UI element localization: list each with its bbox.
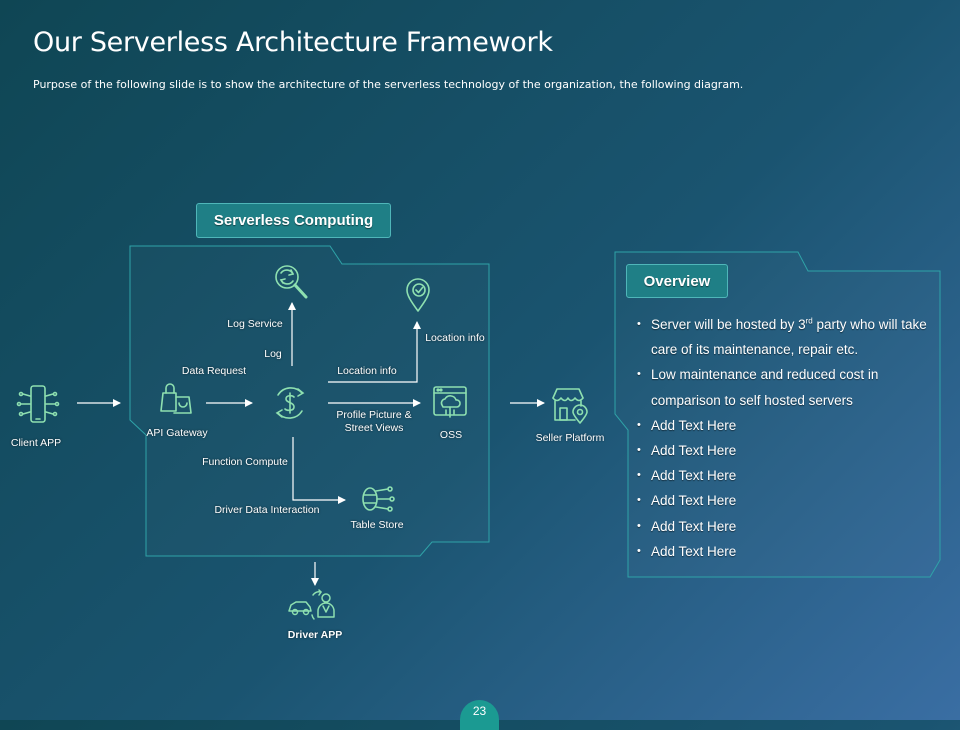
slide-subtitle: Purpose of the following slide is to sho… — [33, 78, 744, 91]
client-app-label: Client APP — [10, 437, 62, 449]
store-location-icon — [552, 388, 588, 424]
log-label: Log — [264, 348, 282, 360]
driver-app-label: Driver APP — [287, 629, 343, 641]
overview-bullet-1: Server will be hosted by 3rd party who w… — [636, 312, 946, 362]
overview-bullet-4: Add Text Here — [636, 438, 946, 463]
overview-bullet-7: Add Text Here — [636, 514, 946, 539]
overview-bullet-3: Add Text Here — [636, 413, 946, 438]
serverless-panel-outline — [129, 245, 490, 557]
serverless-computing-label: Serverless Computing — [196, 203, 391, 238]
overview-panel-outline — [614, 251, 941, 578]
overview-list: Server will be hosted by 3rd party who w… — [636, 312, 946, 564]
overview-bullet-5: Add Text Here — [636, 463, 946, 488]
dollar-cycle-icon — [275, 387, 305, 419]
overview-bullet-6: Add Text Here — [636, 488, 946, 513]
arrow-compute-to-table — [292, 437, 346, 504]
seller-platform-label: Seller Platform — [535, 432, 605, 444]
arrow-compute-to-location — [328, 321, 421, 383]
location-pin-icon — [406, 278, 430, 312]
overview-bullet-2: Low maintenance and reduced cost in comp… — [636, 362, 946, 412]
cloud-storage-icon — [433, 386, 467, 418]
table-store-label: Table Store — [350, 519, 404, 531]
oss-label: OSS — [439, 429, 463, 441]
data-request-label: Data Request — [181, 365, 247, 377]
log-service-label: Log Service — [227, 318, 283, 330]
search-refresh-icon — [275, 265, 308, 299]
overview-bullet-8: Add Text Here — [636, 539, 946, 564]
slide-title: Our Serverless Architecture Framework — [33, 27, 553, 58]
profile-picture-label: Profile Picture & — [336, 409, 412, 421]
overview-heading: Overview — [626, 264, 728, 298]
function-compute-label: Function Compute — [202, 456, 288, 468]
shopping-bags-icon — [160, 383, 192, 414]
smartphone-icon — [16, 385, 60, 423]
driver-data-label: Driver Data Interaction — [214, 504, 320, 516]
api-gateway-label: API Gateway — [146, 427, 208, 439]
driver-car-icon — [288, 589, 335, 620]
street-views-label: Street Views — [344, 422, 404, 434]
database-network-icon — [362, 486, 395, 512]
location-info-edge-label: Location info — [337, 365, 397, 377]
location-label: Location info — [425, 332, 485, 344]
